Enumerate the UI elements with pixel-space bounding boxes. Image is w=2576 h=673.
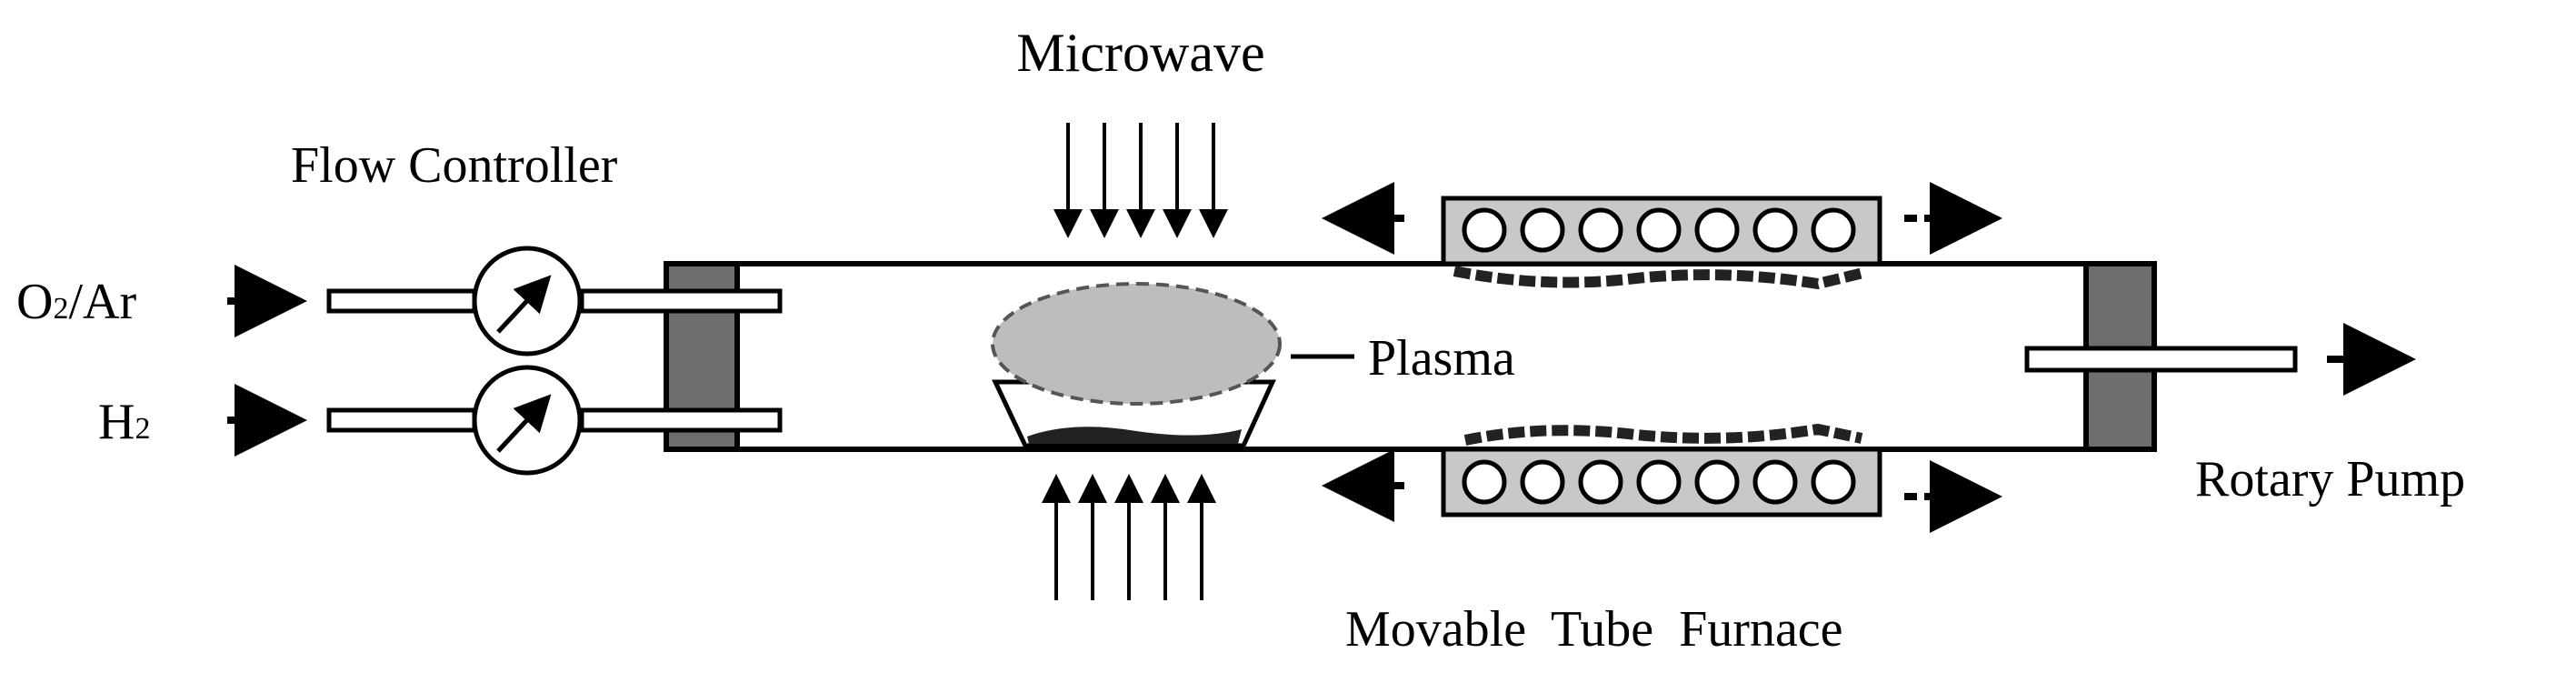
flow-controller-label: Flow Controller [291, 137, 618, 194]
microwave-label: Microwave [1016, 23, 1264, 83]
plasma-label: Plasma [1368, 330, 1515, 387]
gauge-icon [472, 365, 583, 476]
gas-inlet-pipes [326, 288, 783, 433]
movable-tube-furnace-label: Movable Tube Furnace [1345, 601, 1843, 658]
pump-outlet-pipe [2024, 346, 2298, 373]
o2-ar-label: O2/Ar [16, 274, 136, 330]
microwave-arrows-top [1053, 123, 1228, 238]
plasma [991, 282, 1282, 406]
h2-label: H2 [98, 394, 150, 450]
microwave-arrows-bottom [1042, 474, 1216, 600]
rotary-pump-label: Rotary Pump [2195, 451, 2465, 507]
gauge-icon [472, 246, 583, 357]
heating-coil-icon [1462, 459, 1856, 505]
furnace-top [1441, 196, 1882, 290]
sample-boat [992, 379, 1276, 448]
furnace-bottom [1441, 423, 1882, 517]
furnace-move-arrows [1322, 182, 2002, 533]
heating-coil-icon [1462, 207, 1856, 253]
